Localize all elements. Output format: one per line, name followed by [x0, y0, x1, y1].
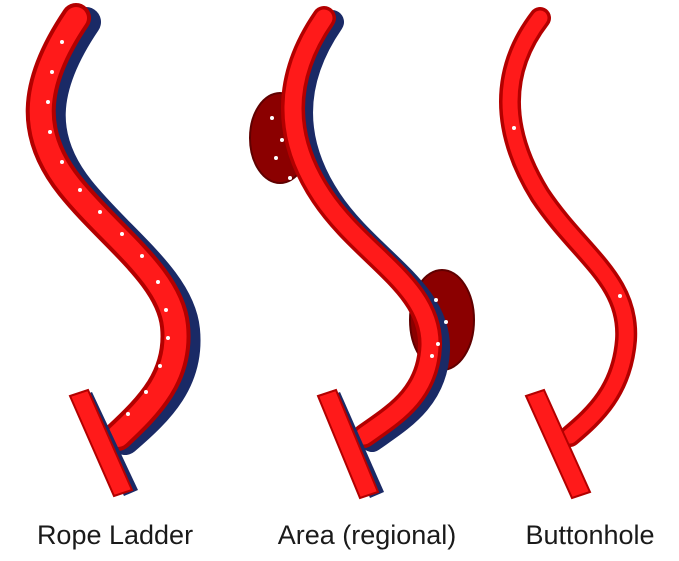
rope-ladder-vessel [41, 18, 186, 496]
buttonhole-vessel [510, 18, 626, 498]
caption-buttonhole: Buttonhole [525, 520, 654, 551]
vessel-end [526, 390, 590, 498]
caption-area: Area (regional) [278, 520, 457, 551]
area-vessel [250, 18, 474, 498]
caption-rope-ladder: Rope Ladder [37, 520, 193, 551]
